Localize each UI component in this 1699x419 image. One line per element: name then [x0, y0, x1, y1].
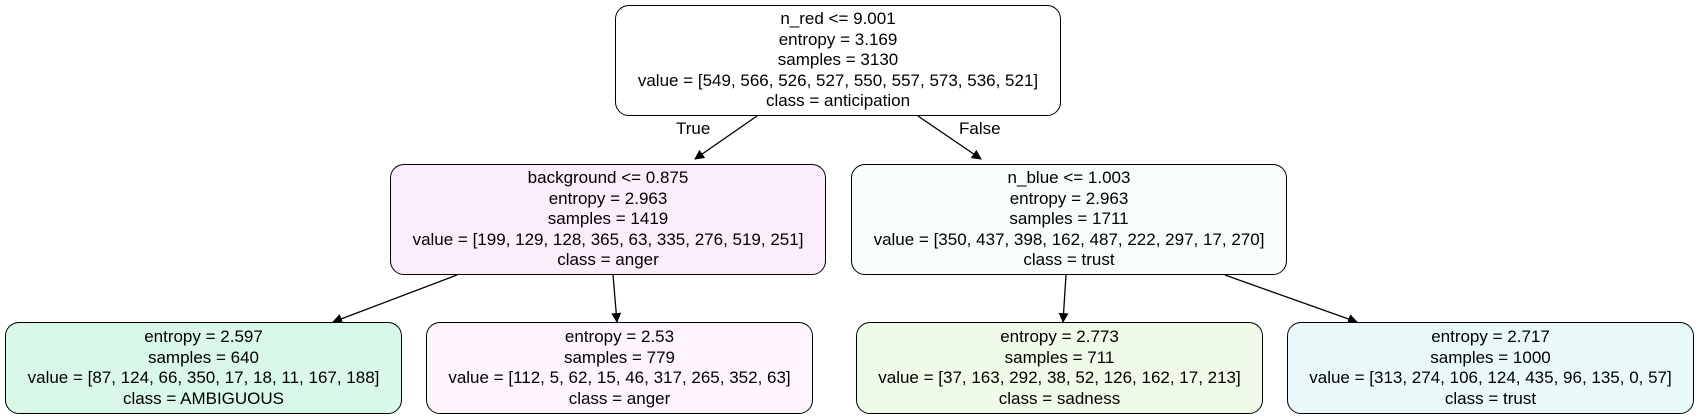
- node-value: value = [199, 129, 128, 365, 63, 335, 27…: [412, 229, 804, 249]
- tree-node-right: n_blue <= 1.003 entropy = 2.963 samples …: [851, 164, 1287, 275]
- edge-root-left: [694, 115, 758, 160]
- node-value: value = [549, 566, 526, 527, 550, 557, 5…: [637, 70, 1039, 90]
- tree-node-left: background <= 0.875 entropy = 2.963 samp…: [390, 164, 826, 275]
- node-entropy: entropy = 3.169: [778, 29, 898, 49]
- node-value: value = [87, 124, 66, 350, 17, 18, 11, 1…: [27, 368, 380, 387]
- node-samples: samples = 3130: [777, 50, 899, 70]
- edge-root-right: [917, 115, 982, 160]
- edge-label-false: False: [959, 119, 1001, 138]
- node-samples: samples = 1711: [1009, 209, 1129, 229]
- node-class: class = anger: [568, 388, 671, 408]
- node-class: class = anger: [557, 250, 659, 270]
- node-entropy: entropy = 2.597: [144, 327, 263, 346]
- node-samples: samples = 1419: [547, 209, 669, 229]
- node-entropy: entropy = 2.963: [548, 188, 668, 208]
- node-samples: samples = 640: [147, 347, 260, 367]
- edge-right-leaf-rl: [1058, 274, 1069, 323]
- tree-leaf-ll: entropy = 2.597 samples = 640 value = [8…: [5, 322, 402, 414]
- edge-left-leaf-lr: [611, 274, 622, 323]
- node-value: value = [37, 163, 292, 38, 52, 126, 162,…: [878, 368, 1241, 387]
- node-class: class = trust: [1023, 250, 1115, 270]
- node-entropy: entropy = 2.963: [1009, 188, 1129, 208]
- node-split: n_blue <= 1.003: [1007, 168, 1131, 188]
- edge-right-leaf-rr: [1224, 274, 1358, 324]
- node-value: value = [112, 5, 62, 15, 46, 317, 265, 3…: [448, 368, 791, 387]
- node-value: value = [350, 437, 398, 162, 487, 222, 2…: [873, 229, 1265, 249]
- node-split: background <= 0.875: [527, 168, 689, 188]
- node-class: class = AMBIGUOUS: [122, 388, 285, 408]
- node-value: value = [313, 274, 106, 124, 435, 96, 13…: [1309, 368, 1672, 387]
- node-entropy: entropy = 2.717: [1431, 327, 1550, 346]
- node-samples: samples = 711: [1004, 347, 1115, 367]
- node-entropy: entropy = 2.53: [564, 327, 675, 346]
- node-samples: samples = 1000: [1430, 347, 1551, 367]
- tree-leaf-rr: entropy = 2.717 samples = 1000 value = […: [1287, 322, 1694, 414]
- node-entropy: entropy = 2.773: [1000, 327, 1119, 346]
- node-class: class = trust: [1444, 388, 1537, 408]
- node-samples: samples = 779: [563, 347, 676, 367]
- node-class: class = anticipation: [765, 91, 911, 111]
- edge-label-true: True: [676, 119, 711, 138]
- tree-leaf-rl: entropy = 2.773 samples = 711 value = [3…: [856, 322, 1263, 414]
- node-class: class = sadness: [998, 388, 1121, 408]
- edge-left-leaf-ll: [332, 274, 458, 324]
- tree-node-root: n_red <= 9.001 entropy = 3.169 samples =…: [615, 5, 1061, 116]
- tree-leaf-lr: entropy = 2.53 samples = 779 value = [11…: [426, 322, 813, 414]
- node-split: n_red <= 9.001: [780, 9, 896, 29]
